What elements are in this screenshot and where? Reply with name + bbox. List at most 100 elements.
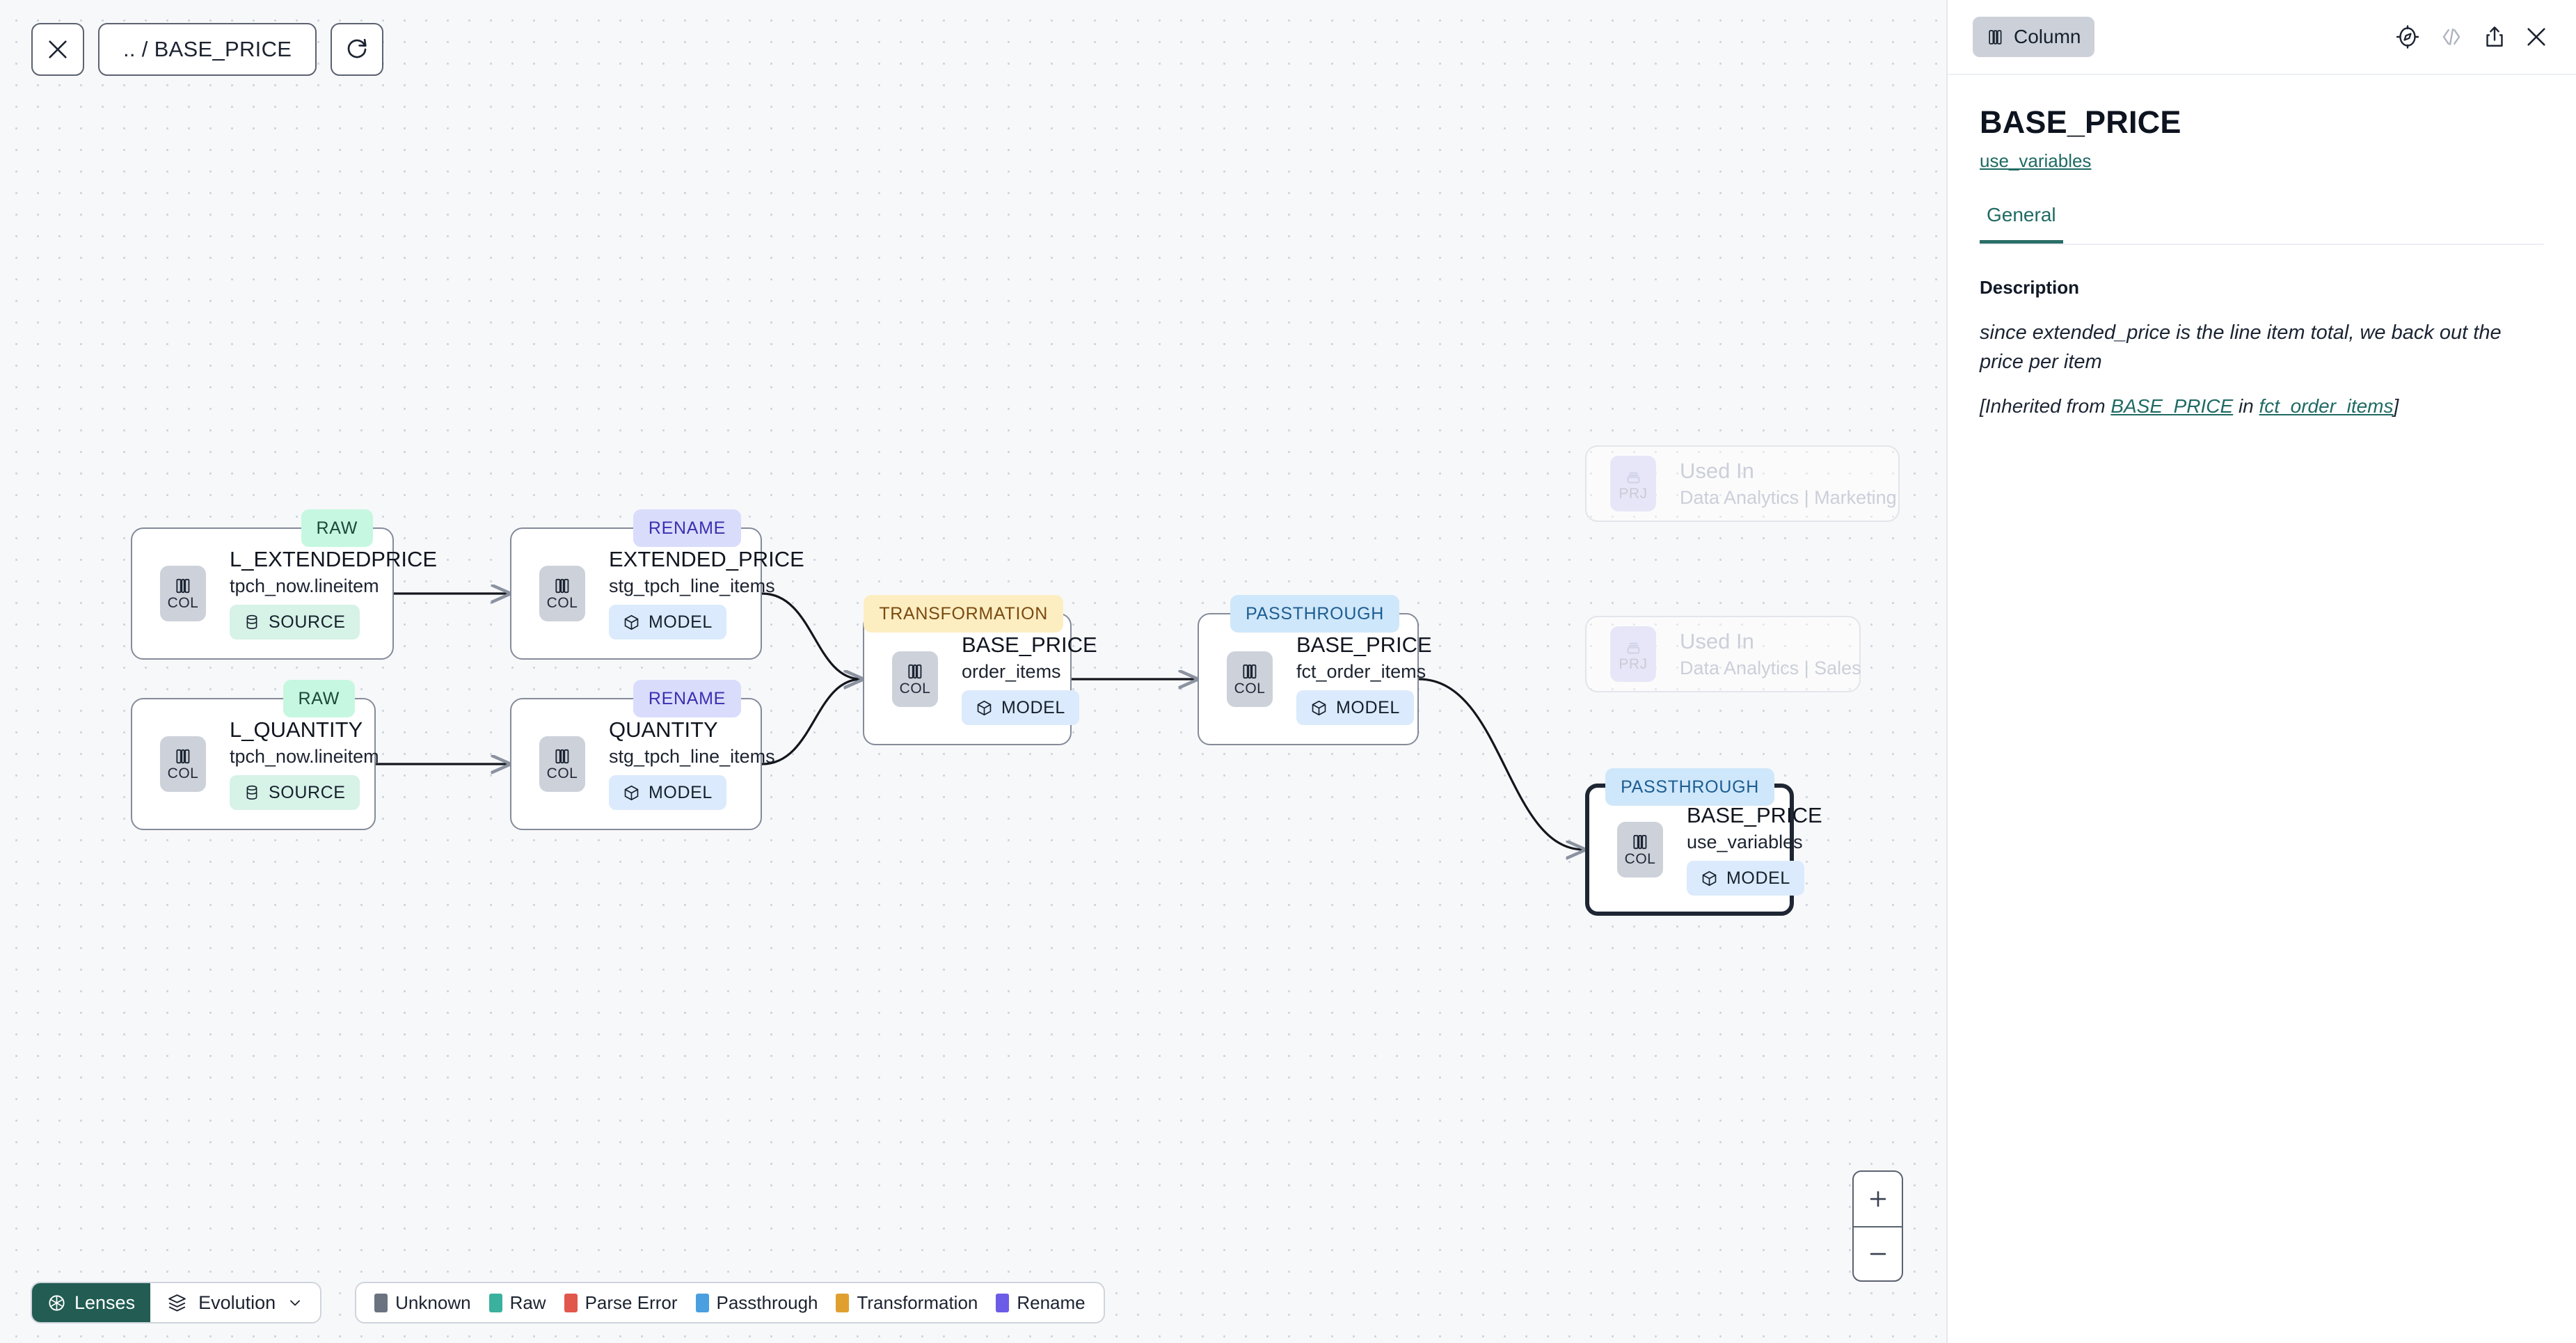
breadcrumb-label: .. / BASE_PRICE xyxy=(123,37,292,61)
legend-item-transformation[interactable]: Transformation xyxy=(836,1292,978,1314)
legend-swatch xyxy=(836,1293,850,1312)
legend-item-unknown[interactable]: Unknown xyxy=(374,1292,471,1314)
lenses-control-group: Lenses Evolution xyxy=(31,1282,322,1324)
breadcrumb-button[interactable]: .. / BASE_PRICE xyxy=(98,23,317,76)
node-type-badge: COL xyxy=(160,736,206,792)
legend-label: Passthrough xyxy=(716,1292,818,1313)
inherited-mid: in xyxy=(2233,395,2259,417)
lineage-node-tag-label: RAW xyxy=(298,688,340,708)
close-button[interactable] xyxy=(31,23,84,76)
legend-label: Parse Error xyxy=(585,1292,678,1313)
zoom-out-button[interactable] xyxy=(1854,1226,1902,1280)
node-materialization-badge: MODEL xyxy=(609,605,726,640)
node-title: BASE_PRICE xyxy=(1687,802,1822,827)
lineage-node-tag-label: TRANSFORMATION xyxy=(879,603,1048,623)
parent-model-link[interactable]: use_variables xyxy=(1980,150,2092,171)
inherited-model-link[interactable]: fct_order_items xyxy=(2259,395,2394,417)
legend-item-rename[interactable]: Rename xyxy=(996,1292,1086,1314)
node-title: Used In xyxy=(1680,458,1754,483)
node-subtitle: Data Analytics | Sales xyxy=(1680,658,1861,679)
node-subtitle: stg_tpch_line_items xyxy=(609,746,775,768)
evolution-dropdown[interactable]: Evolution xyxy=(150,1283,321,1322)
node-subtitle: tpch_now.lineitem xyxy=(230,746,379,768)
model-cube-icon xyxy=(624,785,639,801)
legend-swatch xyxy=(996,1293,1010,1312)
node-subtitle: Data Analytics | Marketing xyxy=(1680,487,1897,509)
description-inherited: [Inherited from BASE_PRICE in fct_order_… xyxy=(1980,395,2544,418)
legend-label: Transformation xyxy=(857,1292,978,1313)
model-cube-icon xyxy=(1312,700,1326,716)
panel-header-actions xyxy=(2395,24,2548,49)
page-title: BASE_PRICE xyxy=(1980,104,2181,140)
aperture-icon xyxy=(49,1294,65,1311)
legend-item-parse-error[interactable]: Parse Error xyxy=(564,1292,678,1314)
column-icon xyxy=(908,664,922,679)
canvas-toolbar: .. / BASE_PRICE xyxy=(31,23,384,76)
node-materialization-label: MODEL xyxy=(649,612,713,632)
entity-kind-chip: Column xyxy=(1973,17,2095,57)
panel-tabs: General xyxy=(1980,204,2544,245)
node-materialization-label: MODEL xyxy=(1336,697,1400,717)
legend-swatch xyxy=(488,1293,502,1312)
node-type-label: COL xyxy=(899,681,931,697)
node-body: Used In Data Analytics | Sales xyxy=(1680,628,1888,679)
legend-item-passthrough[interactable]: Passthrough xyxy=(695,1292,818,1314)
node-type-label: PRJ xyxy=(1619,485,1648,502)
lineage-node-tag: PASSTHROUGH xyxy=(1230,595,1399,633)
description-label: Description xyxy=(1980,277,2080,298)
node-type-badge: COL xyxy=(539,736,585,792)
share-icon[interactable] xyxy=(2483,25,2506,49)
lenses-button[interactable]: Lenses xyxy=(32,1283,151,1322)
node-title: L_EXTENDEDPRICE xyxy=(230,546,438,571)
database-icon xyxy=(246,615,257,630)
refresh-button[interactable] xyxy=(331,23,384,76)
lineage-ghost-node-used_in_marketing[interactable]: PRJ Used In Data Analytics | Marketing xyxy=(1585,445,1900,522)
node-materialization-badge: MODEL xyxy=(1296,690,1414,726)
inherited-column-link[interactable]: BASE_PRICE xyxy=(2110,395,2234,417)
lineage-node-tag: RAW xyxy=(301,509,373,547)
project-stack-icon xyxy=(1627,472,1639,483)
node-title: QUANTITY xyxy=(609,717,718,742)
panel-body: BASE_PRICE use_variables General Descrip… xyxy=(1948,75,2576,418)
node-title: BASE_PRICE xyxy=(1296,632,1432,657)
tab-general[interactable]: General xyxy=(1980,204,2063,244)
close-icon xyxy=(49,40,67,58)
node-type-label: COL xyxy=(546,765,578,781)
node-type-badge: COL xyxy=(539,566,585,621)
node-materialization-badge: MODEL xyxy=(962,690,1079,726)
lineage-ghost-node-used_in_sales[interactable]: PRJ Used In Data Analytics | Sales xyxy=(1585,616,1861,692)
lineage-node-tag: RAW xyxy=(283,680,355,717)
node-type-label: COL xyxy=(1624,851,1656,867)
project-stack-icon xyxy=(1627,642,1639,653)
node-subtitle: order_items xyxy=(962,661,1061,683)
close-panel-icon[interactable] xyxy=(2525,25,2548,49)
database-icon xyxy=(246,786,257,800)
lineage-node-tag-label: PASSTHROUGH xyxy=(1621,777,1759,797)
node-materialization-label: SOURCE xyxy=(269,782,346,802)
evolution-label: Evolution xyxy=(198,1292,276,1313)
node-title: Used In xyxy=(1680,628,1754,653)
node-type-label: PRJ xyxy=(1619,655,1648,672)
model-cube-icon xyxy=(1702,871,1717,887)
legend-item-raw[interactable]: Raw xyxy=(488,1292,546,1314)
explore-compass-icon[interactable] xyxy=(2395,24,2420,49)
inherited-suffix: ] xyxy=(2393,395,2399,417)
node-title: BASE_PRICE xyxy=(962,632,1097,657)
zoom-in-button[interactable] xyxy=(1854,1172,1902,1226)
node-body: Used In Data Analytics | Marketing xyxy=(1680,459,1923,509)
node-type-badge: PRJ xyxy=(1610,456,1656,511)
legend-swatch xyxy=(374,1293,388,1312)
code-icon[interactable] xyxy=(2438,25,2465,49)
